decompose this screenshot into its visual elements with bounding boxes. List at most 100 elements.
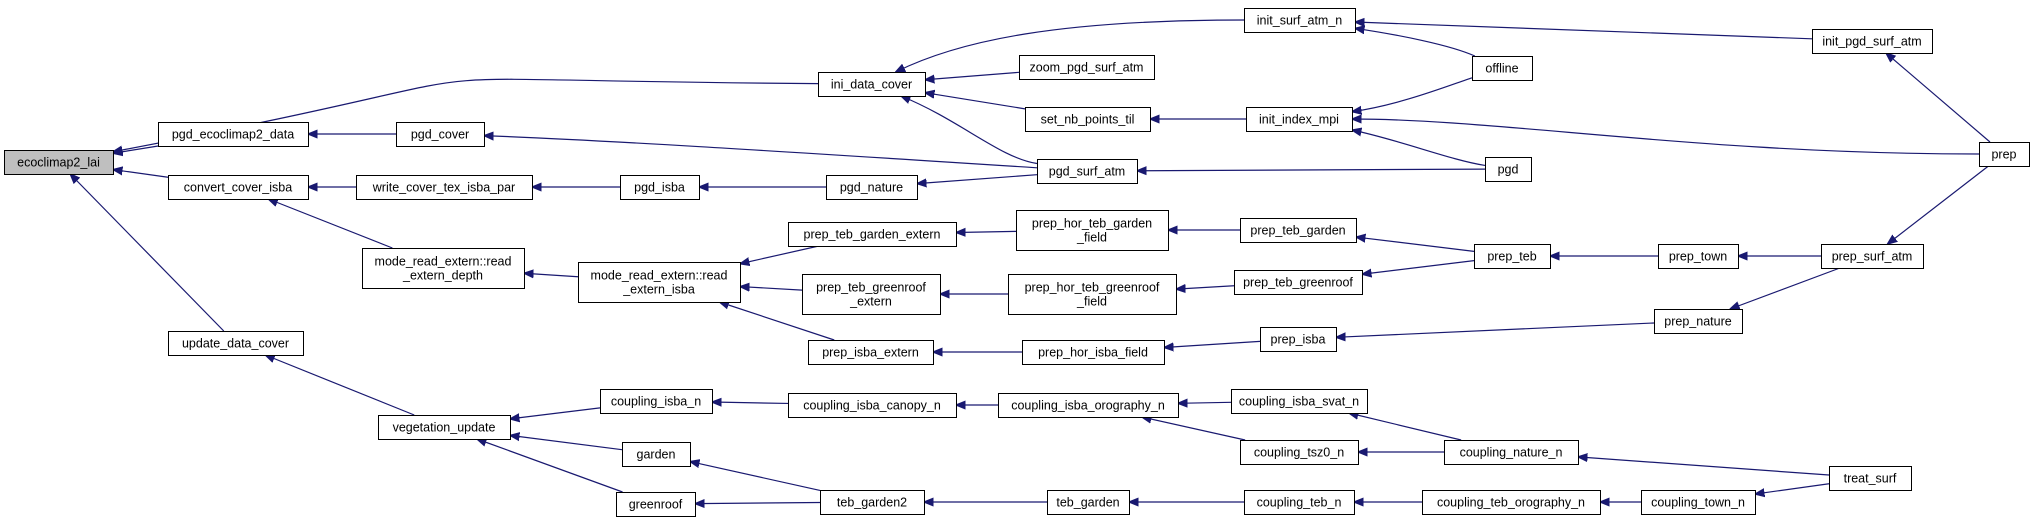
node-box[interactable] <box>1246 107 1353 132</box>
node-greenroof[interactable]: greenroof <box>616 492 696 517</box>
node-box[interactable] <box>1244 490 1355 515</box>
node-box[interactable] <box>1008 274 1177 315</box>
node-box[interactable] <box>378 415 511 440</box>
node-prep_teb_greenroof[interactable]: prep_teb_greenroof <box>1234 270 1363 295</box>
node-box[interactable] <box>396 122 485 147</box>
node-box[interactable] <box>1240 218 1357 243</box>
node-box[interactable] <box>1016 210 1169 251</box>
node-pgd_nature[interactable]: pgd_nature <box>826 175 918 200</box>
node-box[interactable] <box>826 175 918 200</box>
node-box[interactable] <box>1829 466 1912 491</box>
node-init_surf_atm_n[interactable]: init_surf_atm_n <box>1244 8 1356 33</box>
node-box[interactable] <box>808 340 934 365</box>
node-box[interactable] <box>620 175 700 200</box>
node-box[interactable] <box>788 393 957 418</box>
node-init_pgd_surf_atm[interactable]: init_pgd_surf_atm <box>1812 29 1933 54</box>
node-box[interactable] <box>1047 490 1130 515</box>
node-coupling_isba_orography_n[interactable]: coupling_isba_orography_n <box>998 393 1179 418</box>
node-box[interactable] <box>362 248 525 289</box>
node-pgd_cover[interactable]: pgd_cover <box>396 122 485 147</box>
node-box[interactable] <box>356 175 533 200</box>
node-prep_isba_extern[interactable]: prep_isba_extern <box>808 340 934 365</box>
node-treat_surf[interactable]: treat_surf <box>1829 466 1912 491</box>
node-coupling_teb_n[interactable]: coupling_teb_n <box>1244 490 1355 515</box>
node-coupling_tsz0_n[interactable]: coupling_tsz0_n <box>1240 440 1359 465</box>
node-coupling_isba_svat_n[interactable]: coupling_isba_svat_n <box>1231 389 1368 414</box>
node-box[interactable] <box>1641 490 1756 515</box>
node-prep_teb_garden_extern[interactable]: prep_teb_garden_extern <box>788 222 957 247</box>
node-prep_nature[interactable]: prep_nature <box>1654 309 1743 334</box>
node-teb_garden2[interactable]: teb_garden2 <box>820 490 925 515</box>
node-box[interactable] <box>578 262 741 303</box>
node-pgd_isba[interactable]: pgd_isba <box>620 175 700 200</box>
node-box[interactable] <box>1979 142 2030 167</box>
node-update_data_cover[interactable]: update_data_cover <box>168 331 304 356</box>
node-box[interactable] <box>1037 159 1138 184</box>
node-offline[interactable]: offline <box>1472 56 1533 81</box>
node-box[interactable] <box>168 331 304 356</box>
node-box[interactable] <box>1422 490 1601 515</box>
node-label: prep_teb_greenroof <box>816 281 926 295</box>
node-box[interactable] <box>600 389 713 414</box>
node-prep_town[interactable]: prep_town <box>1658 244 1739 269</box>
node-write_cover_tex_isba_par[interactable]: write_cover_tex_isba_par <box>356 175 533 200</box>
node-box[interactable] <box>1022 340 1165 365</box>
node-box[interactable] <box>4 150 114 175</box>
node-prep_hor_teb_greenroof_field[interactable]: prep_hor_teb_greenroof_field <box>1008 274 1177 315</box>
node-box[interactable] <box>1472 56 1533 81</box>
node-box[interactable] <box>1244 8 1356 33</box>
node-init_index_mpi[interactable]: init_index_mpi <box>1246 107 1353 132</box>
node-ecoclimap2_lai[interactable]: ecoclimap2_lai <box>4 150 114 175</box>
node-box[interactable] <box>1444 440 1579 465</box>
node-box[interactable] <box>1231 389 1368 414</box>
node-coupling_isba_canopy_n[interactable]: coupling_isba_canopy_n <box>788 393 957 418</box>
node-box[interactable] <box>1654 309 1743 334</box>
node-box[interactable] <box>616 492 696 517</box>
node-box[interactable] <box>1812 29 1933 54</box>
node-pgd_ecoclimap2_data[interactable]: pgd_ecoclimap2_data <box>158 122 309 147</box>
node-coupling_town_n[interactable]: coupling_town_n <box>1641 490 1756 515</box>
node-box[interactable] <box>1025 107 1151 132</box>
node-teb_garden[interactable]: teb_garden <box>1047 490 1130 515</box>
node-box[interactable] <box>1260 327 1337 352</box>
node-box[interactable] <box>168 175 309 200</box>
node-prep_isba[interactable]: prep_isba <box>1260 327 1337 352</box>
node-convert_cover_isba[interactable]: convert_cover_isba <box>168 175 309 200</box>
node-vegetation_update[interactable]: vegetation_update <box>378 415 511 440</box>
node-box[interactable] <box>820 490 925 515</box>
node-box[interactable] <box>1658 244 1739 269</box>
node-prep_teb_garden[interactable]: prep_teb_garden <box>1240 218 1357 243</box>
node-box[interactable] <box>1019 55 1155 80</box>
node-mode_read_extern_isba[interactable]: mode_read_extern::read_extern_isba <box>578 262 741 303</box>
node-box[interactable] <box>1240 440 1359 465</box>
node-box[interactable] <box>1821 244 1924 269</box>
node-box[interactable] <box>1234 270 1363 295</box>
node-box[interactable] <box>788 222 957 247</box>
node-label: prep_hor_teb_greenroof <box>1025 281 1160 295</box>
node-prep_hor_teb_garden_field[interactable]: prep_hor_teb_garden_field <box>1016 210 1169 251</box>
node-prep[interactable]: prep <box>1979 142 2030 167</box>
node-box[interactable] <box>1474 244 1551 269</box>
node-coupling_isba_n[interactable]: coupling_isba_n <box>600 389 713 414</box>
node-pgd_surf_atm[interactable]: pgd_surf_atm <box>1037 159 1138 184</box>
node-prep_teb[interactable]: prep_teb <box>1474 244 1551 269</box>
node-box[interactable] <box>818 72 926 97</box>
node-prep_hor_isba_field[interactable]: prep_hor_isba_field <box>1022 340 1165 365</box>
node-coupling_teb_orography_n[interactable]: coupling_teb_orography_n <box>1422 490 1601 515</box>
edge-coupling_isba_canopy_n-to-coupling_isba_n <box>712 402 789 403</box>
node-mode_read_extern_depth[interactable]: mode_read_extern::read_extern_depth <box>362 248 525 289</box>
node-garden[interactable]: garden <box>622 442 691 467</box>
node-box[interactable] <box>622 442 691 467</box>
node-pgd[interactable]: pgd <box>1485 157 1532 182</box>
node-zoom_pgd_surf_atm[interactable]: zoom_pgd_surf_atm <box>1019 55 1155 80</box>
node-label: coupling_isba_canopy_n <box>803 399 941 413</box>
node-set_nb_points_til[interactable]: set_nb_points_til <box>1025 107 1151 132</box>
node-box[interactable] <box>998 393 1179 418</box>
node-prep_surf_atm[interactable]: prep_surf_atm <box>1821 244 1924 269</box>
node-box[interactable] <box>1485 157 1532 182</box>
node-prep_teb_greenroof_extern[interactable]: prep_teb_greenroof_extern <box>802 274 941 315</box>
node-box[interactable] <box>802 274 941 315</box>
node-ini_data_cover[interactable]: ini_data_cover <box>818 72 926 97</box>
node-coupling_nature_n[interactable]: coupling_nature_n <box>1444 440 1579 465</box>
node-box[interactable] <box>158 122 309 147</box>
